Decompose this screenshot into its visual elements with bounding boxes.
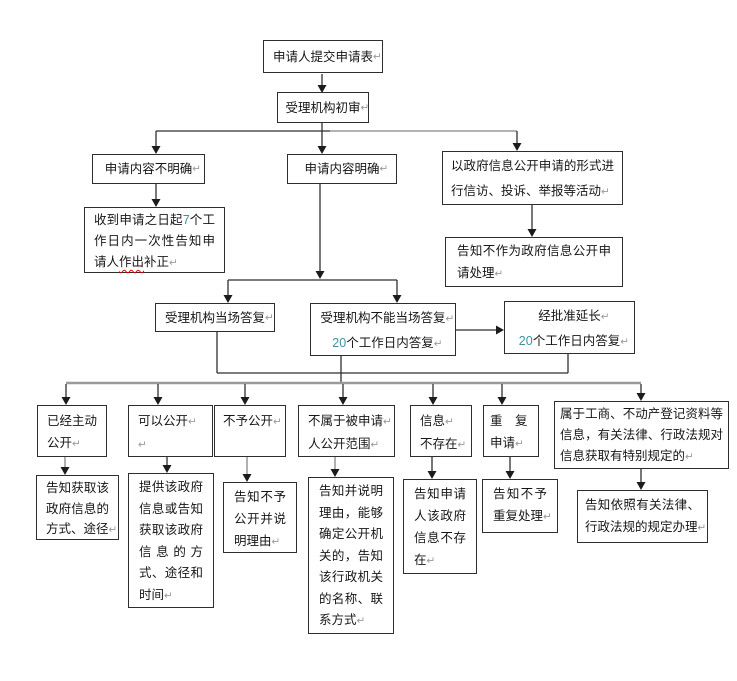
node-notify-supplement-correction: 收到申请之日起7个工作日内一次性告知申请人作出补正↵ (84, 207, 225, 273)
node-special-regulations: 属于工商、不动产登记资料等信息，有关法律、行政法规对信息获取有特别规定的↵ (554, 401, 729, 469)
node-can-disclose: 可以公开↵↵ (128, 405, 213, 457)
node-onspot-reply: 受理机构当场答复↵ (155, 303, 275, 332)
node-notify-reason-and-authority: 告知并说明理由，能够确定公开机关的，告知该行政机关的名称、联系方式↵ (308, 477, 394, 634)
node-notify-way-to-obtain: 告知获取该政府信息的方式、途径↵ (36, 475, 119, 540)
node-info-not-exist: 信息↵不存在↵ (410, 405, 472, 457)
node-no-disclosure: 不予公开↵ (214, 405, 286, 457)
node-content-clear: 申请内容明确↵ (287, 154, 397, 184)
node-petition-complaint-form: 以政府信息公开申请的形式进行信访、投诉、举报等活动↵ (442, 151, 623, 205)
node-already-disclosed: 已经主动公开↵ (37, 405, 107, 457)
node-extended-20-days: 经批准延长↵20个工作日内答复↵ (504, 301, 635, 354)
node-notify-info-not-exist: 告知申请人该政府信息不存在↵ (403, 479, 477, 574)
node-content-unclear: 申请内容不明确↵ (92, 154, 205, 184)
node-repeated-request: 重 复申请↵ (483, 405, 539, 457)
node-provide-info-or-notify: 提供该政府信息或告知获取该政府信息的方式、途径和时间↵ (128, 473, 214, 608)
node-initial-review: 受理机构初审↵ (277, 92, 369, 123)
node-reply-within-20-days: 受理机构不能当场答复↵20个工作日内答复↵ (310, 303, 456, 356)
node-notify-refusal-reason: 告知不予公开并说明理由↵ (223, 482, 297, 553)
node-not-treated-as-disclosure-request: 告知不作为政府信息公开申请处理↵ (445, 237, 623, 287)
node-not-in-scope: 不属于被申请↵人公开范围↵ (298, 405, 395, 457)
node-follow-laws-regulations: 告知依照有关法律、行政法规的规定办理↵ (577, 490, 708, 543)
node-notify-no-repeat-processing: 告知不予重复处理↵ (482, 479, 558, 533)
node-applicant-submits-form: 申请人提交申请表↵ (263, 40, 383, 73)
